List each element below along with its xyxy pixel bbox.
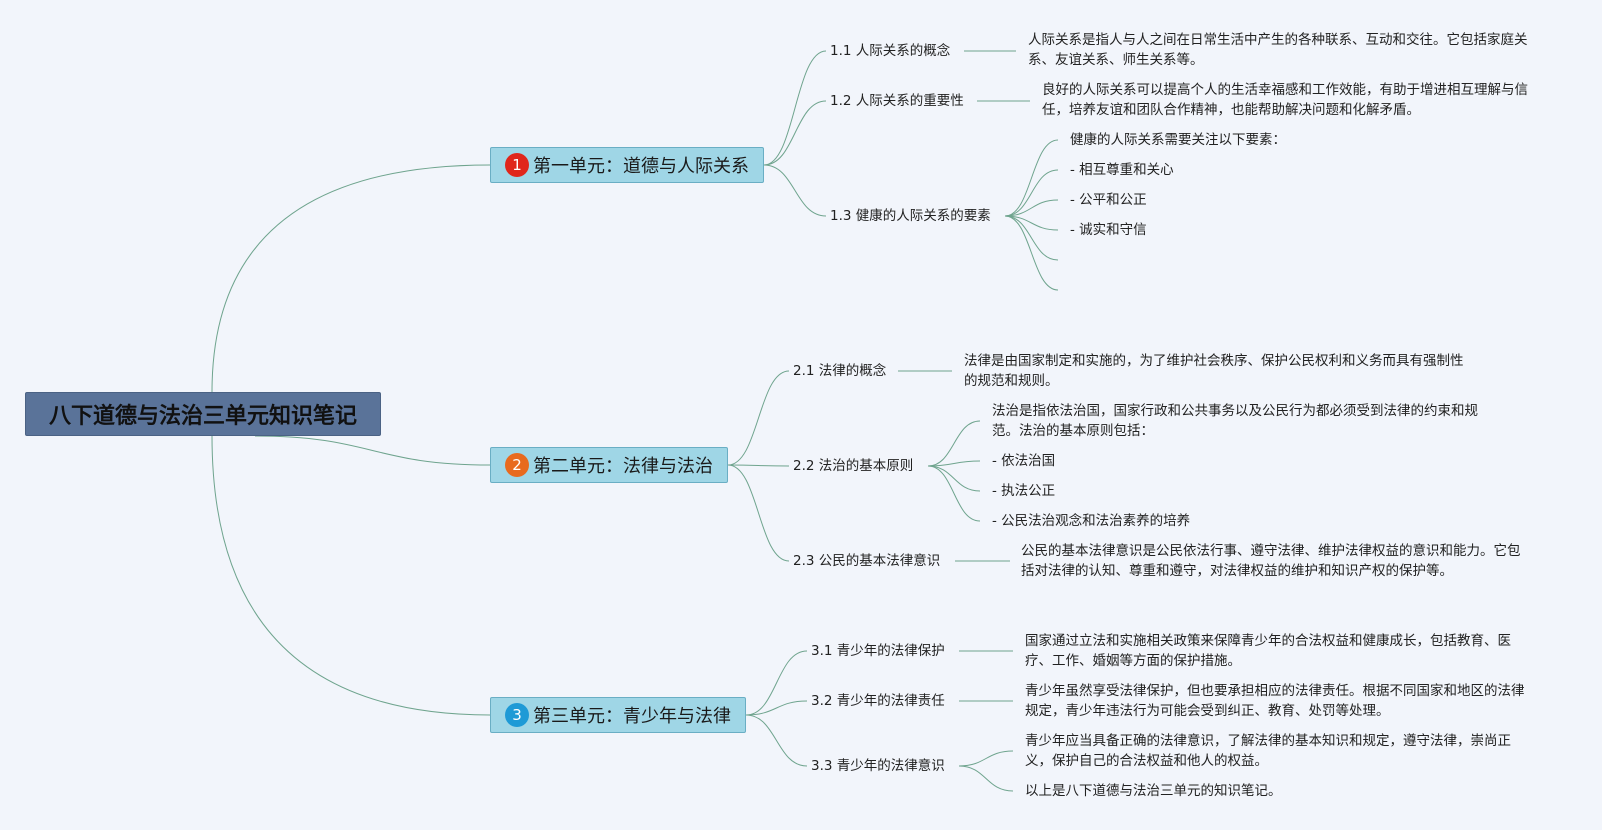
root-node[interactable]: 八下道德与法治三单元知识笔记	[25, 392, 381, 436]
detail-3-1: 国家通过立法和实施相关政策来保障青少年的合法权益和健康成长，包括教育、医疗、工作…	[1025, 633, 1511, 669]
unit-3-topic-line-2	[745, 700, 808, 716]
detail-2-2-intro: 法治是指依法治国，国家行政和公共事务以及公民行为都必须受到法律的约束和规范。法治…	[992, 403, 1478, 439]
unit-node-1[interactable]: 1 第一单元：道德与人际关系	[490, 147, 764, 183]
topic-1-3-detail-line-5	[1004, 215, 1059, 261]
topic-1-2[interactable]: 1.2 人际关系的重要性	[830, 93, 964, 109]
unit-title-3: 第三单元：青少年与法律	[533, 706, 731, 727]
detail-1-1: 人际关系是指人与人之间在日常生活中产生的各种联系、互动和交往。它包括家庭关系、友…	[1028, 32, 1528, 68]
unit-1-topic-line-3	[763, 164, 827, 217]
unit-2-topic-line-3	[727, 464, 790, 562]
unit-node-3[interactable]: 3 第三单元：青少年与法律	[490, 697, 746, 733]
unit-3-topic-line-1	[745, 650, 808, 716]
topic-2-2-detail-line-2	[927, 460, 981, 467]
unit-2-topic-line-1	[727, 370, 790, 466]
topic-1-3-detail-line-3	[1004, 199, 1059, 217]
topic-2-2-detail-line-3	[927, 465, 981, 492]
topic-2-1[interactable]: 2.1 法律的概念	[793, 363, 887, 379]
number-badge-2: 2	[505, 453, 529, 477]
root-title: 八下道德与法治三单元知识笔记	[48, 404, 357, 429]
topic-1-3-detail-line-6	[1004, 215, 1059, 291]
topic-2-2[interactable]: 2.2 法治的基本原则	[793, 458, 914, 474]
detail-1-3-item: - 诚实和守信	[1070, 222, 1147, 238]
detail-1-3-item: - 公平和公正	[1070, 192, 1147, 208]
unit-2-topic-line-2	[727, 464, 790, 467]
detail-2-2-item: - 公民法治观念和法治素养的培养	[992, 513, 1191, 529]
detail-3-3: 青少年应当具备正确的法律意识，了解法律的基本知识和规定，遵守法律，崇尚正义，保护…	[1025, 733, 1511, 769]
detail-1-3-item: - 相互尊重和关心	[1070, 162, 1174, 178]
detail-1-3-intro: 健康的人际关系需要关注以下要素：	[1070, 132, 1286, 148]
detail-2-2-item: - 依法治国	[992, 453, 1056, 469]
detail-2-1: 法律是由国家制定和实施的，为了维护社会秩序、保护公民权利和义务而具有强制性的规范…	[964, 353, 1464, 389]
topic-1-3-detail-line-1	[1004, 139, 1059, 217]
topic-2-3[interactable]: 2.3 公民的基本法律意识	[793, 553, 941, 569]
topic-1-1[interactable]: 1.1 人际关系的概念	[830, 43, 951, 59]
unit-1-topic-line-2	[763, 100, 827, 166]
number-badge-1: 1	[505, 153, 529, 177]
root-to-unit-3-line	[211, 435, 491, 716]
detail-1-2: 良好的人际关系可以提高个人的生活幸福感和工作效能，有助于增进相互理解与信任，培养…	[1042, 82, 1528, 118]
number-badge-3: 3	[505, 703, 529, 727]
topic-3-3[interactable]: 3.3 青少年的法律意识	[811, 758, 945, 774]
topic-3-2[interactable]: 3.2 青少年的法律责任	[811, 693, 945, 709]
topic-1-3-detail-line-2	[1004, 169, 1059, 217]
root-to-unit-1-line	[211, 164, 491, 393]
unit-title-1: 第一单元：道德与人际关系	[533, 156, 749, 177]
unit-3-topic-line-3	[745, 714, 808, 767]
topic-2-2-detail-line-1	[927, 420, 981, 467]
detail-3-2: 青少年虽然享受法律保护，但也要承担相应的法律责任。根据不同国家和地区的法律规定，…	[1025, 683, 1525, 719]
unit-title-2: 第二单元：法律与法治	[533, 456, 713, 477]
detail-2-3: 公民的基本法律意识是公民依法行事、遵守法律、维护法律权益的意识和能力。它包括对法…	[1021, 543, 1521, 579]
detail-2-2-item: - 执法公正	[992, 483, 1056, 499]
topic-2-2-detail-line-4	[927, 465, 981, 522]
topic-1-3-detail-line-4	[1004, 215, 1059, 231]
root-to-unit-2-line	[254, 435, 491, 466]
detail-3-3-summary: 以上是八下道德与法治三单元的知识笔记。	[1025, 783, 1282, 799]
topic-3-3-detail-line-2	[958, 765, 1014, 792]
topic-3-1[interactable]: 3.1 青少年的法律保护	[811, 643, 945, 659]
topic-1-3[interactable]: 1.3 健康的人际关系的要素	[830, 208, 991, 224]
unit-node-2[interactable]: 2 第二单元：法律与法治	[490, 447, 728, 483]
topic-3-3-detail-line-1	[958, 750, 1014, 767]
unit-1-topic-line-1	[763, 50, 827, 166]
